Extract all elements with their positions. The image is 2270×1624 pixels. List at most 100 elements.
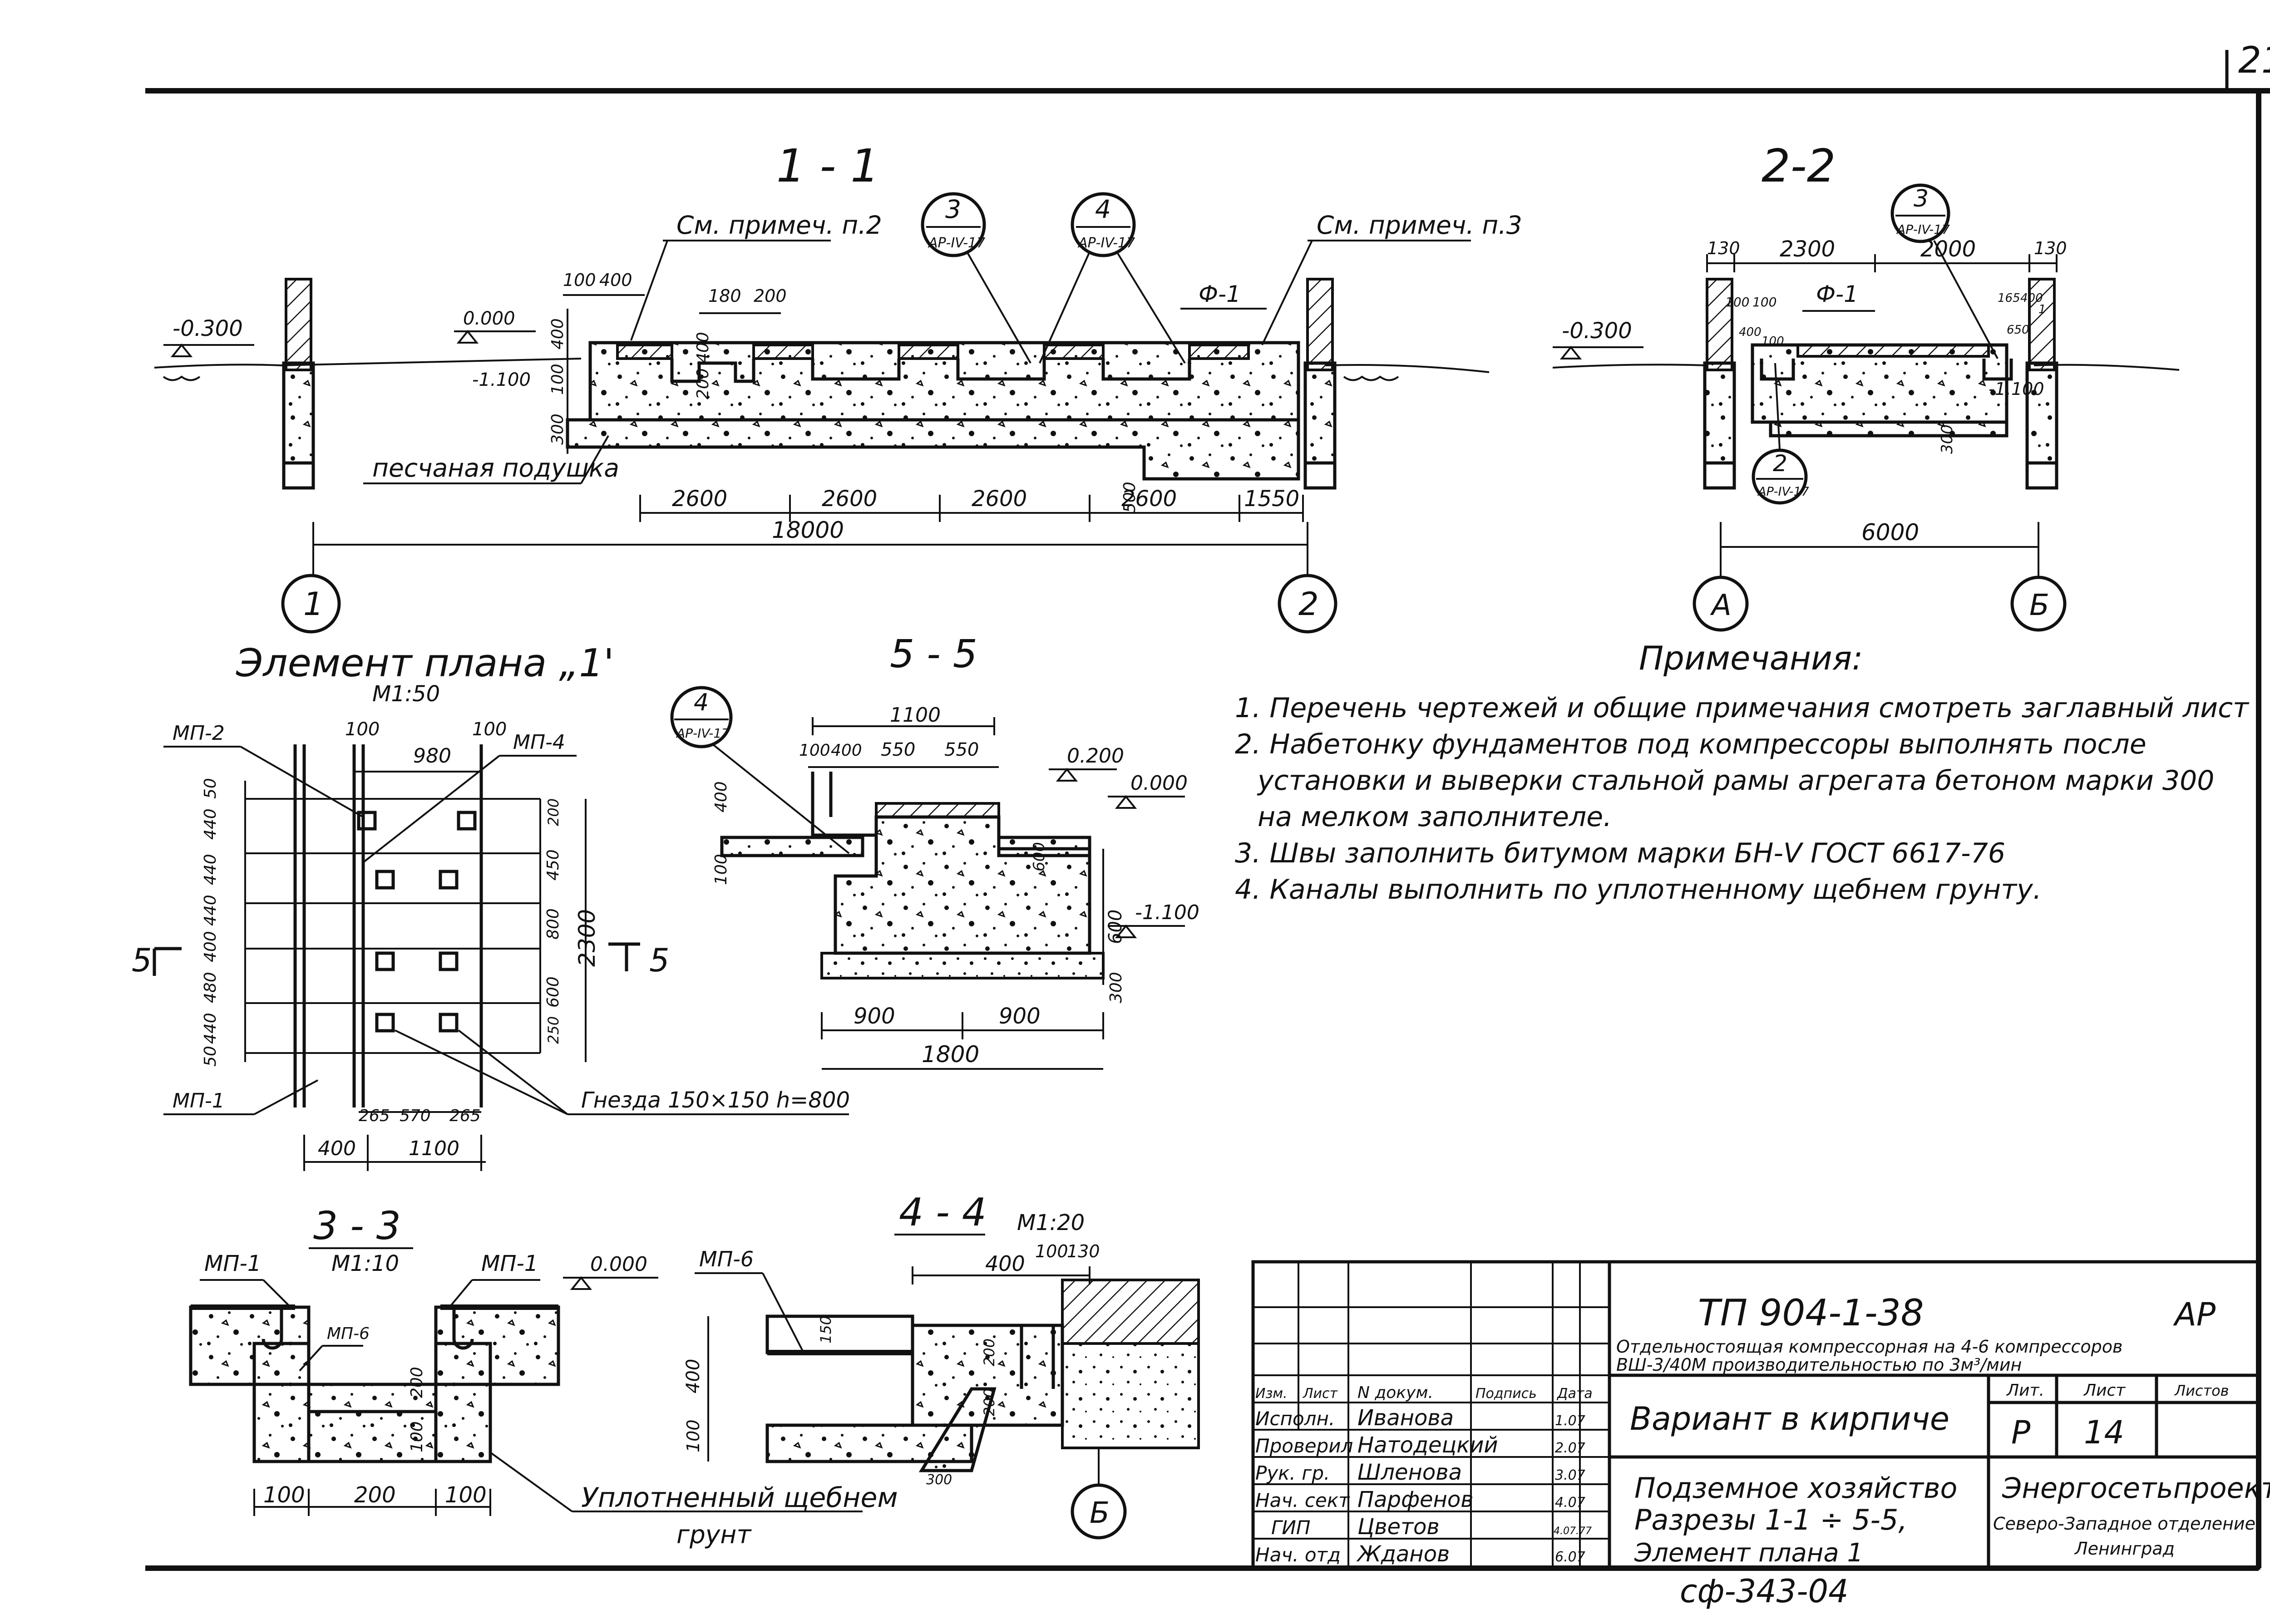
note-ref-left: См. примеч. п.2 (676, 211, 882, 240)
section-2-2: 2-2 -0.300 -1.100 3 АР-IV-17 2 АР-IV-17 … (1552, 139, 2180, 632)
svg-text:2300: 2300 (574, 909, 600, 967)
svg-text:100: 100 (563, 270, 596, 290)
level-2-2-neg: -0.300 (1562, 318, 1632, 344)
signature-rows: Исполн. Иванова 1.07 Проверил Натодецкий… (1255, 1405, 1592, 1567)
svg-text:Шленова: Шленова (1357, 1460, 1462, 1485)
svg-text:400: 400 (201, 931, 220, 962)
svg-text:300: 300 (1107, 972, 1125, 1003)
svg-text:400: 400 (683, 1359, 704, 1393)
col-doc: N докум. (1357, 1383, 1433, 1402)
axis-B-44: Б (1090, 1496, 1110, 1530)
svg-text:100: 100 (1762, 335, 1784, 348)
head-sheets: Листов (2174, 1382, 2229, 1399)
svg-text:Нач. сект: Нач. сект (1255, 1489, 1350, 1511)
svg-text:100: 100 (712, 854, 730, 885)
svg-text:300: 300 (548, 413, 567, 445)
svg-text:980: 980 (413, 744, 451, 768)
svg-text:100: 100 (1752, 295, 1777, 310)
svg-text:200: 200 (545, 798, 562, 826)
svg-text:165: 165 (1998, 291, 2020, 305)
label-mp-4: МП-4 (513, 731, 565, 754)
svg-text:4.07.77: 4.07.77 (1554, 1526, 1592, 1537)
svg-text:130: 130 (1707, 238, 1740, 258)
total-dim-5-5: 1800 (922, 1041, 979, 1068)
svg-text:2: 2 (1773, 450, 1787, 477)
svg-text:800: 800 (544, 908, 563, 940)
section-2-2-title: 2-2 (1762, 139, 1836, 192)
svg-text:100: 100 (683, 1419, 703, 1452)
variant-label: Вариант в кирпиче (1630, 1400, 1949, 1437)
foundation-pads (616, 344, 1250, 360)
svg-text:200: 200 (694, 368, 712, 399)
svg-text:100: 100 (799, 741, 830, 760)
svg-text:1550: 1550 (1244, 486, 1299, 512)
svg-text:Иванова: Иванова (1357, 1405, 1454, 1431)
svg-text:200: 200 (981, 1388, 998, 1416)
svg-text:150: 150 (817, 1316, 834, 1343)
svg-text:Проверил: Проверил (1255, 1435, 1353, 1457)
svg-text:180: 180 (708, 286, 741, 306)
section-4-4: 4 - 4 М1:20 МП-6 400 100 130 150 200 200… (683, 1190, 1200, 1540)
level-1-1-channel: -1.100 (472, 369, 531, 390)
svg-text:2300: 2300 (1780, 236, 1835, 262)
svg-text:3: 3 (1914, 185, 1929, 212)
note-2: 2. Набетонку фундаментов под компрессоры… (1235, 728, 2147, 760)
mark-code: АР (2173, 1296, 2216, 1333)
svg-text:440: 440 (201, 1013, 220, 1044)
level-1-1-neg: -0.300 (173, 316, 243, 341)
desc-line-1: Отдельностоящая компрессорная на 4-6 ком… (1616, 1337, 2122, 1357)
svg-text:4: 4 (1095, 195, 1111, 224)
axis-A: А (1710, 589, 1732, 622)
svg-text:900: 900 (854, 1004, 895, 1029)
svg-text:Цветов: Цветов (1357, 1514, 1440, 1540)
title-block: Изм. Лист N докум. Подпись Дата Исполн. … (1251, 1260, 2270, 1610)
svg-text:АР-IV-17: АР-IV-17 (1077, 235, 1135, 251)
level-1-1-zero: 0.000 (463, 308, 515, 329)
svg-text:100: 100 (1725, 295, 1749, 310)
svg-text:480: 480 (201, 972, 220, 1003)
svg-text:130: 130 (2034, 238, 2067, 258)
svg-text:250: 250 (545, 1016, 562, 1044)
col-date: Дата (1556, 1386, 1593, 1402)
svg-text:50: 50 (201, 1046, 220, 1067)
org-branch: Северо-Западное отделение (1993, 1514, 2255, 1534)
svg-text:Исполн.: Исполн. (1255, 1407, 1335, 1430)
note-2-cont: установки и выверки стальной рамы агрега… (1257, 765, 2214, 797)
label-mp-2: МП-2 (173, 722, 225, 745)
section-4-4-title: 4 - 4 (899, 1190, 987, 1235)
gravel-label-2: грунт (676, 1520, 752, 1549)
level-5-5-bottom: -1.100 (1135, 901, 1199, 924)
callout-4: 4 АР-IV-17 (1039, 192, 1186, 364)
svg-text:2.07: 2.07 (1555, 1440, 1585, 1456)
svg-text:100: 100 (445, 1482, 487, 1508)
svg-text:300: 300 (1938, 424, 1956, 454)
axis-1: 1 (303, 586, 324, 623)
note-ref-right: См. примеч. п.3 (1317, 211, 1522, 240)
svg-text:2600: 2600 (822, 486, 877, 512)
svg-text:АР-IV-17: АР-IV-17 (928, 235, 985, 251)
svg-text:200: 200 (354, 1482, 396, 1508)
note-4: 4. Каналы выполнить по уплотненному щебн… (1235, 874, 2042, 906)
svg-text:200: 200 (981, 1339, 998, 1366)
svg-text:6.07: 6.07 (1555, 1549, 1585, 1565)
svg-text:4: 4 (694, 689, 709, 716)
notes: Примечания: 1. Перечень чертежей и общие… (1235, 639, 2250, 906)
desc-line-2: ВШ-3/40М производительностью по 3м³/мин (1616, 1355, 2022, 1375)
svg-text:100: 100 (548, 364, 567, 395)
sheet-title-3: Элемент плана 1 (1634, 1538, 1863, 1568)
svg-text:570: 570 (400, 1107, 431, 1125)
axis-B: Б (2029, 589, 2049, 622)
plan-element-1: Элемент плана „1' М1:50 100 980 100 МП-2… (132, 641, 850, 1171)
project-code: ТП 904-1-38 (1698, 1292, 1924, 1334)
note-2-end: на мелком заполнителе. (1258, 801, 1612, 833)
svg-text:Нач. отд: Нач. отд (1255, 1544, 1341, 1566)
svg-text:1100: 1100 (409, 1137, 459, 1160)
svg-text:130: 130 (1067, 1241, 1100, 1261)
note-3: 3. Швы заполнить битумом марки БН-V ГОСТ… (1235, 837, 2005, 869)
svg-text:3: 3 (945, 195, 961, 224)
axis-2: 2 (1298, 586, 1319, 623)
svg-text:100: 100 (472, 719, 507, 740)
sheet-title-2: Разрезы 1-1 ÷ 5-5, (1634, 1503, 1907, 1536)
section-3-3-title: 3 - 3 (313, 1204, 401, 1249)
